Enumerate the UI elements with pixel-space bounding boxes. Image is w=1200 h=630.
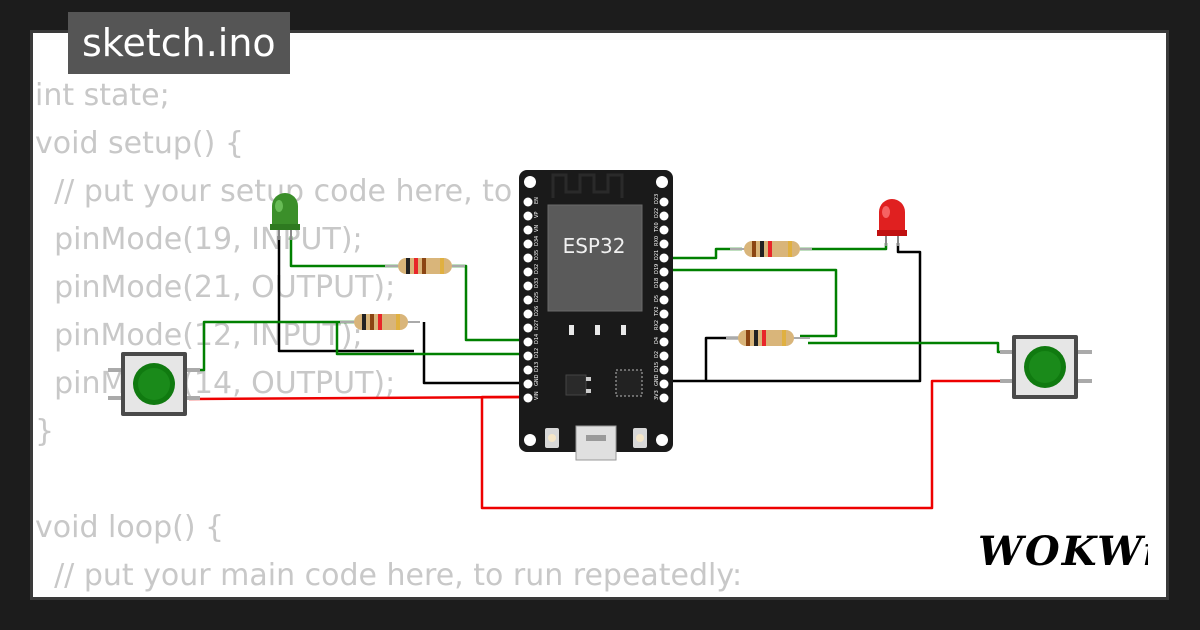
pin-label: TX2 [654,306,660,317]
pin-label: D26 [534,306,540,316]
chip-label: ESP32 [563,234,626,258]
file-name-tab[interactable]: sketch.ino [68,12,290,74]
pin-label: D5 [654,295,660,302]
wire-resistor-to-gnd-right [704,336,742,381]
code-line: void loop() { [35,510,225,545]
pin-label: D2 [654,351,660,358]
pin-label: D22 [654,208,660,218]
wire-right-button-signal [808,341,1012,354]
wokwi-logo: WOKWi [978,527,1159,580]
voltage-regulator [565,374,591,396]
pin-label: D13 [534,362,540,372]
pin-label: EN [534,197,540,204]
pin-label: D19 [654,264,660,274]
wire-led-green-cathode [277,236,414,353]
wire-resistor-to-red-led [800,243,888,251]
pin-label: D25 [534,292,540,302]
resistor-green-led[interactable] [385,258,465,274]
esp32-board[interactable]: ESP32 EN VP VN D34 D35 [519,170,673,461]
pin-label: D33 [534,278,540,288]
resistor-right-button[interactable] [726,330,810,346]
pin-label: GND [654,374,660,386]
code-line: pinMode(19, INPUT); [35,222,363,257]
wire-resistor-to-d12 [335,322,527,356]
code-line: pinMode(12, INPUT); [35,318,363,353]
pin-label: RX0 [654,236,660,246]
pin-label: TX0 [654,222,660,233]
pin-label: D4 [654,337,660,344]
pin-label: VP [534,212,540,218]
logo-text: WOKWi [978,528,1148,575]
wire-left-button-power [188,395,528,401]
pin-label: D27 [534,320,540,330]
pin-label: D23 [654,194,660,204]
wire-d21-to-resistor [666,247,742,260]
wire-vin-to-right-button [480,379,1000,510]
wire-left-button-signal [189,320,354,372]
pin-label: D21 [654,250,660,260]
resistor-red-led[interactable] [730,241,812,257]
led-green[interactable] [270,193,300,240]
pin-label: D18 [654,278,660,288]
pin-label: RX2 [654,320,660,330]
pin-label: D32 [534,264,540,274]
pin-label: D15 [654,362,660,372]
wire-resistor-to-d14 [452,264,527,342]
led-red[interactable] [877,199,907,246]
pushbutton-left[interactable] [108,352,200,416]
pin-label: VIN [534,391,540,400]
pin-label: D12 [534,348,540,358]
wokwi-logo-mark: WOKWi [978,528,1159,575]
usb-port [575,425,617,461]
pin-label: GND [534,374,540,386]
pushbutton-right[interactable] [1000,335,1092,399]
usb-serial-chip [615,369,643,397]
resistor-left-button[interactable] [340,314,420,330]
reset-button[interactable] [633,428,647,448]
pin-label: D34 [534,236,540,246]
wire-black-to-gnd-left [422,322,527,385]
pin-label: VN [534,225,540,232]
pin-label: D14 [534,334,540,344]
boot-button[interactable] [545,428,559,448]
wire-d19-to-right-button [666,268,838,338]
code-line: int state; [35,78,170,113]
wire-red-led-cathode [666,243,922,383]
code-line: } [35,414,55,449]
pin-label: 3V3 [654,390,660,400]
code-line: void setup() { [35,126,244,161]
pin-label: D35 [534,250,540,260]
code-line: pinMode(21, OUTPUT); [35,270,396,305]
code-line: // put your main code here, to run repea… [35,558,743,593]
wire-led-green-anode [289,236,398,268]
